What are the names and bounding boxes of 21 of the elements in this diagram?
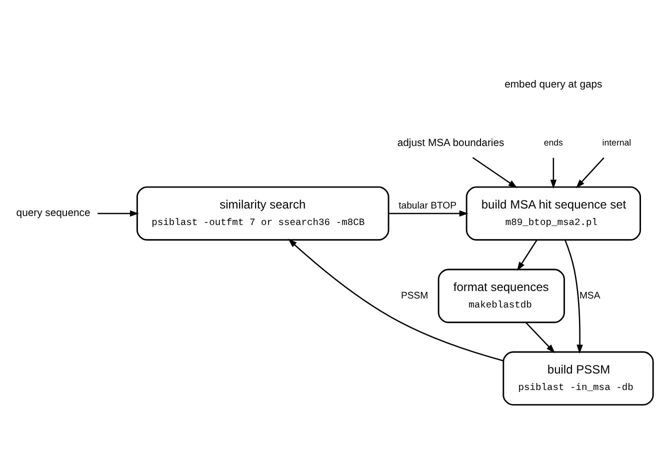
arrow xyxy=(472,157,518,188)
arrow xyxy=(516,240,538,271)
node-text: internal xyxy=(602,137,632,148)
arrow xyxy=(288,238,504,362)
node-box: format sequences makeblastdb xyxy=(438,268,565,324)
arrow xyxy=(388,210,468,217)
node-box: build PSSM psiblast -in_msa -db xyxy=(502,351,654,406)
arrow xyxy=(98,210,139,217)
node-box: build MSA hit sequence set m89_btop_msa2.pl xyxy=(466,186,641,241)
node-box: similarity search psiblast -outfmt 7 or ssearch36 -m8CB xyxy=(136,186,390,241)
arrow xyxy=(576,157,604,188)
arrow xyxy=(564,240,583,354)
edge-label: PSSM xyxy=(400,290,428,302)
node-text: query sequence xyxy=(16,208,90,220)
edge-label: tabular BTOP xyxy=(398,200,457,212)
arrow xyxy=(525,322,556,354)
label: embed query at gaps xyxy=(504,79,602,90)
edge-label: MSA xyxy=(579,290,600,302)
node-text: ends xyxy=(544,137,563,148)
arrow xyxy=(550,158,557,189)
node-text: adjust MSA boundaries xyxy=(397,138,504,149)
